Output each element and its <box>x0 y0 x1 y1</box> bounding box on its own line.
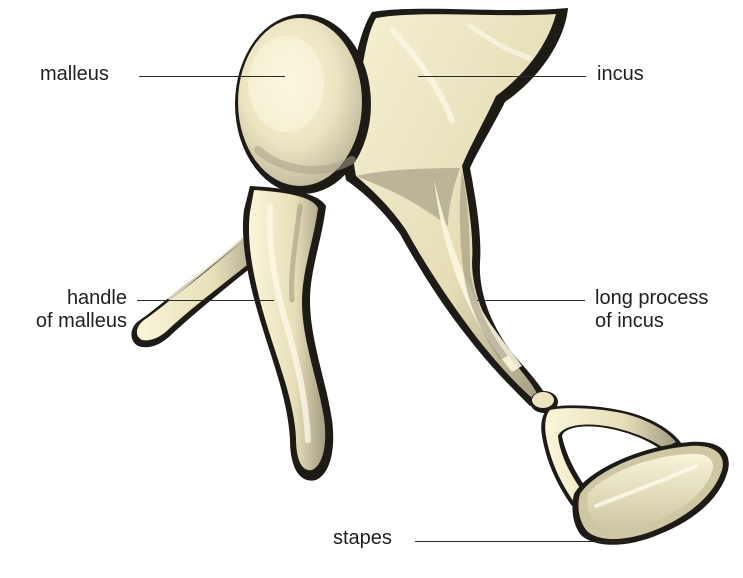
label-malleus: malleus <box>40 63 109 86</box>
stapes-bone <box>530 391 729 545</box>
malleus-bone <box>131 14 371 481</box>
leader-line-stapes <box>415 541 630 542</box>
label-long-process-of-incus: long process of incus <box>595 287 708 333</box>
label-stapes: stapes <box>333 527 392 550</box>
leader-line-incus <box>418 76 586 77</box>
leader-line-long-process-of-incus <box>477 300 585 301</box>
leader-line-handle-of-malleus <box>137 300 274 301</box>
label-handle-of-malleus: handle of malleus <box>10 287 127 333</box>
incus-bone <box>343 8 568 406</box>
leader-line-malleus <box>139 76 285 77</box>
label-incus: incus <box>597 63 644 86</box>
